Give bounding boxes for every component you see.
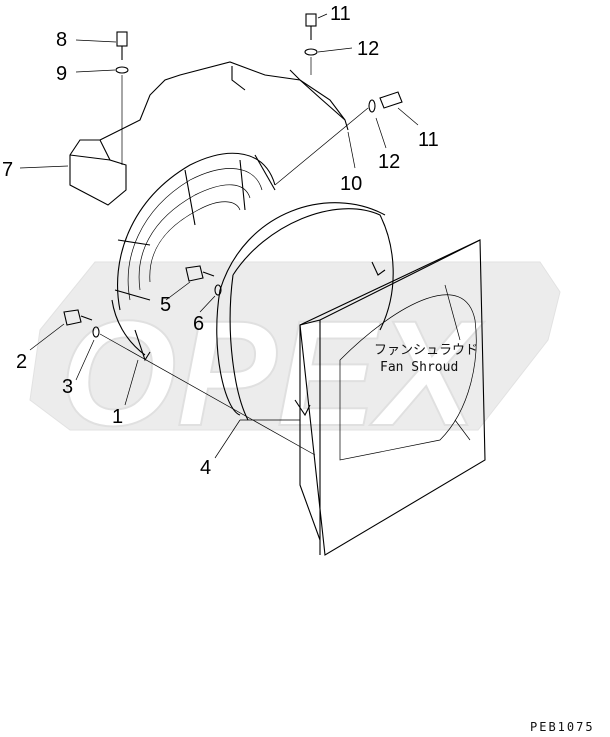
callout-5: 5 xyxy=(160,294,171,316)
washer-12-top xyxy=(304,48,318,56)
bolt-8 xyxy=(116,31,128,60)
bolt-5 xyxy=(185,265,215,282)
callout-8: 8 xyxy=(56,29,67,51)
callout-numbers: 8 9 7 11 12 11 12 10 5 6 2 3 1 4 xyxy=(2,3,439,479)
watermark-logo: OPEX xyxy=(29,261,561,458)
shroud-panel xyxy=(294,239,486,556)
reference-code: PEB1075 xyxy=(530,720,595,734)
bolt-11-right xyxy=(379,91,403,109)
leader-line xyxy=(99,333,316,456)
washer-12-right xyxy=(368,99,376,113)
part-title-english: Fan Shroud xyxy=(380,360,458,375)
callout-12-top: 12 xyxy=(357,38,379,60)
washer-6 xyxy=(214,284,222,296)
callout-4: 4 xyxy=(200,457,211,479)
svg-text:OPEX: OPEX xyxy=(60,289,485,457)
bolt-2 xyxy=(63,309,93,326)
callout-6: 6 xyxy=(193,313,204,335)
leader-line xyxy=(274,107,369,186)
washer-9 xyxy=(115,66,129,74)
callout-10: 10 xyxy=(340,173,362,195)
callout-12-right: 12 xyxy=(378,151,400,173)
callout-7: 7 xyxy=(2,159,13,181)
washer-3 xyxy=(92,326,100,338)
callout-1: 1 xyxy=(112,406,123,428)
bolt-11-top xyxy=(305,13,317,40)
callout-leaders xyxy=(19,13,419,459)
callout-3: 3 xyxy=(62,376,73,398)
callout-2: 2 xyxy=(16,351,27,373)
part-title-japanese: ファンシュラウド xyxy=(374,343,478,358)
callout-11-right: 11 xyxy=(418,129,439,151)
callout-9: 9 xyxy=(56,63,67,85)
callout-11-top: 11 xyxy=(330,3,351,25)
shroud-ring xyxy=(216,202,394,421)
fan-guard xyxy=(69,61,349,362)
